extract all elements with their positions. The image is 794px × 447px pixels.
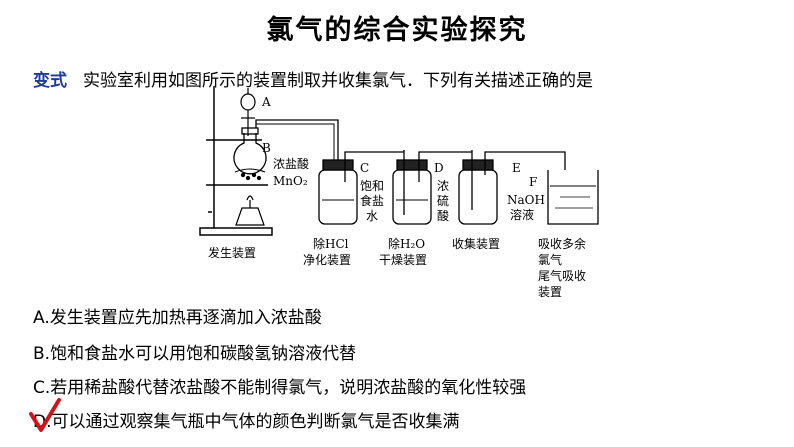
option-c: C.若用稀盐酸代替浓盐酸不能制得氯气，说明浓盐酸的氧化性较强 — [33, 378, 527, 398]
bottle-e — [458, 150, 498, 225]
label-h2o-1: 除H₂O — [388, 236, 425, 251]
label-h2so4-1: 浓 — [437, 179, 449, 193]
option-b: B.饱和食盐水可以用饱和碳酸氢钠溶液代替 — [33, 344, 357, 364]
label-naoh: NaOH — [507, 193, 545, 207]
beaker-f — [547, 170, 599, 225]
label-sat-salt-5: 水 — [366, 209, 378, 223]
question-text: 实验室利用如图所示的装置制取并收集氯气．下列有关描述正确的是 — [83, 71, 593, 91]
label-d: D — [434, 161, 444, 175]
label-absorb-3: 尾气吸收 — [538, 268, 586, 283]
label-c: C — [360, 161, 369, 175]
page-title: 氯气的综合实验探究 — [266, 15, 528, 46]
label-sat-salt-1: 饱 — [360, 178, 372, 193]
option-a: A.发生装置应先加热再逐滴加入浓盐酸 — [33, 308, 322, 328]
question-tag: 变式 — [33, 71, 67, 91]
label-absorb-4: 装置 — [538, 285, 562, 299]
label-hcl-2: 净化装置 — [303, 253, 351, 267]
tube-c-d — [344, 151, 404, 160]
bottle-c — [318, 159, 358, 225]
label-collect: 收集装置 — [452, 236, 500, 251]
label-sat-salt-2: 和 — [372, 179, 384, 193]
ring-stand — [199, 86, 273, 236]
label-mno2: MnO₂ — [273, 174, 308, 188]
label-sat-salt-4: 盐 — [372, 194, 384, 208]
round-flask — [233, 127, 267, 181]
label-h2so4-3: 酸 — [437, 208, 449, 223]
label-absorb-2: 氯气 — [538, 252, 562, 267]
bottle-d — [392, 150, 432, 225]
label-h2o-2: 干燥装置 — [379, 253, 427, 267]
question-stem: 变式实验室利用如图所示的装置制取并收集氯气．下列有关描述正确的是 — [33, 66, 593, 91]
option-d: D.可以通过观察集气瓶中气体的颜色判断氯气是否收集满 — [33, 412, 460, 432]
check-mark-icon — [29, 398, 61, 432]
label-a: A — [261, 95, 271, 109]
separatory-funnel — [240, 88, 256, 136]
label-h2so4-2: 硫 — [437, 193, 449, 208]
label-sat-salt-3: 食 — [360, 193, 372, 208]
label-e: E — [512, 161, 521, 175]
label-f: F — [529, 175, 537, 189]
label-solution: 溶液 — [510, 207, 534, 222]
tube-d-e — [418, 151, 472, 160]
alcohol-lamp — [235, 195, 265, 226]
label-conc-hcl: 浓盐酸 — [273, 156, 309, 171]
label-gen: 发生装置 — [208, 245, 256, 260]
label-b: B — [262, 141, 271, 155]
label-hcl-1: 除HCl — [313, 236, 349, 251]
label-absorb-1: 吸收多余 — [538, 236, 586, 251]
